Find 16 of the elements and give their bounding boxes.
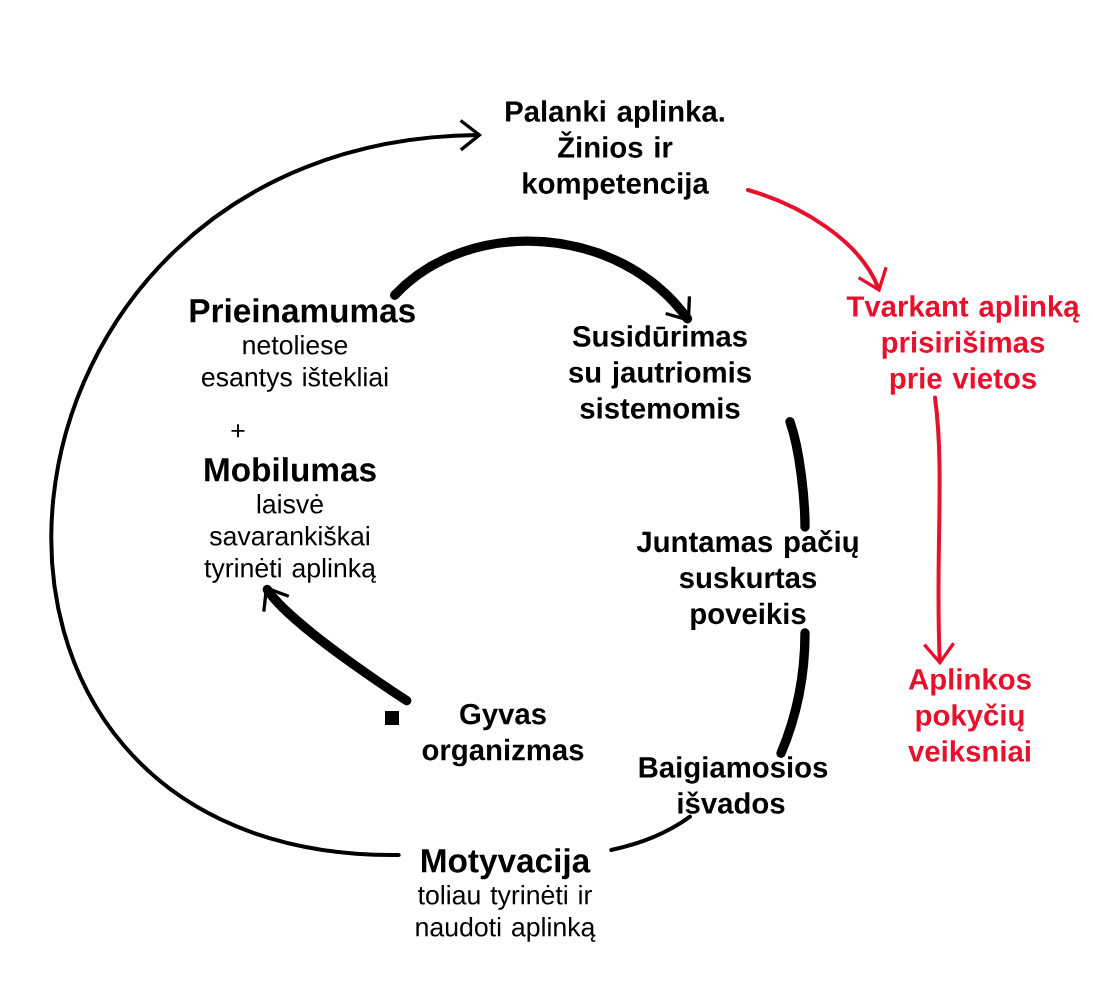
concept-label: Gyvas organizmas xyxy=(422,703,584,767)
concept-label: Mobilumas laisvė savarankiškai tyrinėti aplinką xyxy=(204,457,376,583)
arrow xyxy=(745,188,888,293)
concept-label: Susidūrimas su jautriomis sistemomis xyxy=(568,325,751,419)
concept-label: Motyvacija toliau tyrinėti ir naudoti aplinką xyxy=(416,848,596,942)
arrow xyxy=(923,395,955,666)
arrow xyxy=(262,584,412,725)
arrow xyxy=(51,119,483,857)
plus-sign: + xyxy=(231,424,245,438)
concept-label: Baigiamosios išvados xyxy=(639,756,828,814)
concept-label: Aplinkos pokyčių veiksniai xyxy=(908,668,1031,762)
arrow xyxy=(389,236,693,324)
concept-label: Palanki aplinka. Žinios ir kompetencija xyxy=(506,100,724,200)
concept-label: Tvarkant aplinką prisirišimas prie vietos xyxy=(846,295,1080,395)
concept-label: Juntamas pačių suskurtas poveikis xyxy=(636,530,858,630)
concept-label: Prieinamumas netoliese esantys ištekliai xyxy=(190,298,415,392)
